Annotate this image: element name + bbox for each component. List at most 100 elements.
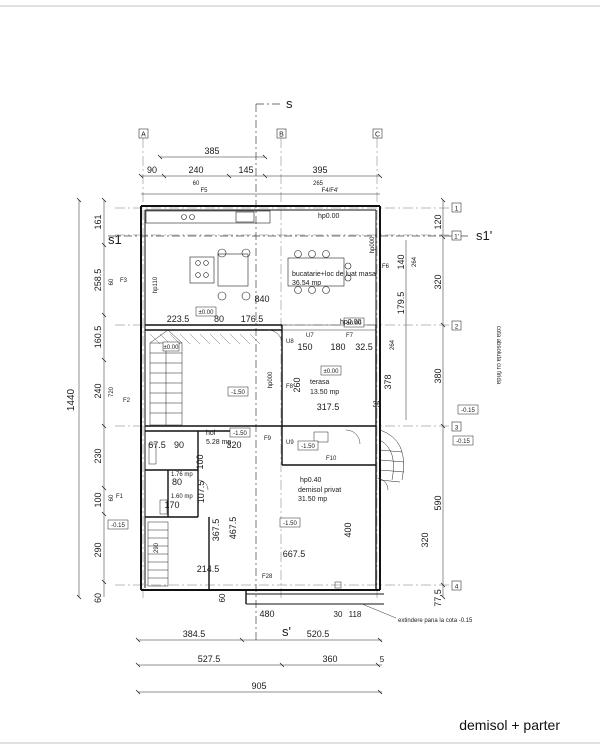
unit-u8: U8 [286, 339, 294, 345]
axis-label-4: 4 [455, 584, 459, 591]
dim-right-264b: 264 [390, 339, 396, 350]
int-dim-260: 260 [292, 377, 302, 392]
column-axis-markers [138, 128, 383, 139]
level-mark-11: -0.15 [111, 523, 125, 529]
axis-label-b: B [279, 132, 284, 139]
dim-top-90: 90 [147, 165, 157, 175]
level-mark-9: -0.15 [461, 408, 475, 414]
int-dim-317-5: 317.5 [317, 402, 340, 412]
height-hp040: hp0.40 [300, 477, 322, 484]
axis-label-2: 2 [455, 324, 459, 331]
bathroom-fixtures [148, 431, 342, 589]
height-hp000a: hp000 [268, 371, 274, 388]
room-wc2-area: 1.60 mp [171, 494, 193, 500]
int-dim-35: 35 [373, 400, 382, 409]
int-dim-32-5: 32.5 [355, 342, 373, 352]
facade-f9: F9 [264, 436, 272, 442]
facade-f2: F2 [123, 398, 131, 404]
int-dim-320: 320 [226, 440, 241, 450]
dim-top-145: 145 [238, 165, 253, 175]
int-dim-100: 100 [195, 454, 205, 469]
dim-left-161: 161 [93, 214, 103, 229]
kitchen-island [189, 248, 251, 301]
level-marks [107, 306, 479, 530]
section-mark-s1: s1 [108, 232, 122, 247]
dim-right-140: 140 [396, 254, 406, 269]
dim-left-258-5: 258.5 [93, 269, 103, 292]
dim-right-120: 120 [433, 214, 443, 229]
dim-right-264a: 264 [412, 256, 418, 267]
dim-bottom-384-5: 384.5 [183, 629, 206, 639]
int-dim-667-5: 667.5 [283, 549, 306, 559]
int-dim-176-5: 176.5 [241, 314, 264, 324]
drawing-caption: demisol + parter [459, 717, 560, 733]
dim-right-320b: 320 [420, 532, 430, 547]
front-f4: F4/F4' [322, 188, 339, 194]
room-private-name: demisol privat [298, 487, 341, 494]
dim-bottom-520-5: 520.5 [307, 629, 330, 639]
note-extension: extindere pana la cota -0.15 [398, 618, 473, 624]
level-mark-5: -1.50 [301, 444, 315, 450]
room-wc1-area: 1.76 mp [171, 472, 193, 478]
dim-left-100: 100 [93, 492, 103, 507]
facade-f10: F10 [326, 456, 337, 462]
door-swings [197, 329, 389, 491]
dim-left-60: 60 [93, 593, 103, 603]
section-mark-s-prime: s' [282, 624, 291, 639]
dim-bottom-118: 118 [349, 610, 362, 619]
facade-f3: F3 [120, 278, 128, 284]
height-hp000b: hp000 [370, 236, 376, 253]
int-dim-90: 90 [174, 440, 184, 450]
unit-u7: U7 [306, 333, 314, 339]
dim-bottom-905: 905 [251, 681, 266, 691]
level-mark-6: -1.50 [283, 521, 297, 527]
section-mark-s: s [286, 96, 293, 111]
level-mark-2: ±0.00 [347, 321, 363, 327]
dim-bottom-480: 480 [259, 609, 274, 619]
facade-f28: F28 [262, 574, 273, 580]
int-dim-214-5: 214.5 [197, 564, 220, 574]
int-dim-107-5: 107.5 [196, 481, 206, 504]
dim-left-inner-60a: 60 [109, 278, 115, 285]
int-dim-60-bottom: 60 [218, 593, 227, 602]
dim-left-230: 230 [93, 448, 103, 463]
room-kitchen-name: bucatarie+loc de luat masa [292, 271, 376, 278]
row-axis-markers [451, 202, 462, 591]
unit-u9: U9 [286, 440, 294, 446]
int-dim-180: 180 [330, 342, 345, 352]
dim-right-320: 320 [433, 274, 443, 289]
dim-bottom-527-5: 527.5 [198, 654, 221, 664]
dim-bottom-30: 30 [334, 610, 343, 619]
dim-right-179-5: 179.5 [396, 292, 406, 315]
int-dim-378: 378 [383, 374, 393, 389]
room-private-area: 31.50 mp [298, 496, 327, 503]
dim-left-290: 290 [93, 542, 103, 557]
int-dim-80: 80 [214, 314, 224, 324]
int-dim-367-5: 367.5 [211, 519, 221, 542]
dim-top-240: 240 [188, 165, 203, 175]
height-hp0-mid: hp0.00 [340, 319, 362, 326]
axis-label-c: C [375, 132, 380, 139]
int-dim-67-5: 67.5 [148, 440, 166, 450]
room-kitchen-area: 36.54 mp [292, 280, 321, 287]
dim-right-77-5: 77.5 [433, 589, 443, 607]
bottom-dimension-lines [135, 637, 383, 695]
int-dim-170: 170 [164, 500, 179, 510]
section-mark-s1-prime: s1' [476, 228, 492, 243]
room-terrace-area: 13.50 mp [310, 389, 339, 396]
height-hp0-top: hp0.00 [318, 213, 340, 220]
kitchen-counter [145, 210, 271, 224]
room-hall-name: hol [206, 430, 216, 437]
int-dim-223-5: 223.5 [167, 314, 190, 324]
int-dim-290-stair: 290 [154, 542, 160, 553]
level-mark-4: -1.50 [233, 431, 247, 437]
dim-top-385: 385 [204, 146, 219, 156]
dim-right-590: 590 [433, 495, 443, 510]
dim-left-240: 240 [93, 383, 103, 398]
staircase-exterior [379, 429, 405, 483]
section-line-s [255, 103, 282, 640]
left-dimension-lines [76, 197, 107, 600]
level-mark-8: ±0.00 [324, 369, 340, 375]
int-dim-467-5: 467.5 [228, 517, 238, 540]
